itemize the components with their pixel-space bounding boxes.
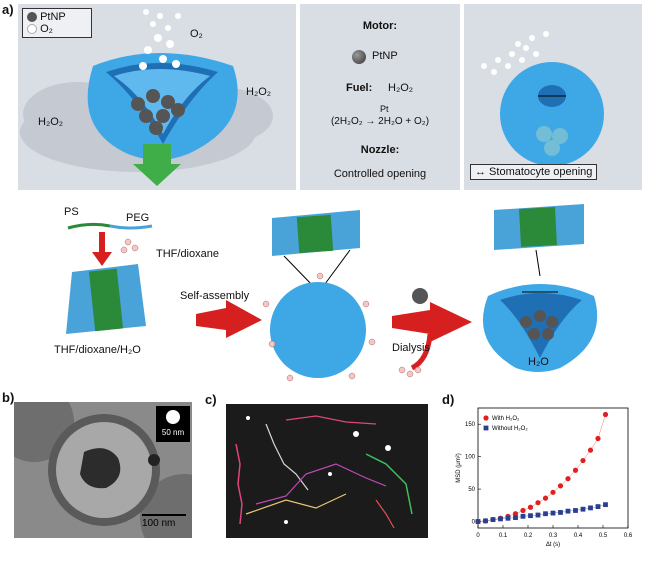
y-tick-label: 100 (465, 455, 476, 461)
data-point (602, 411, 609, 418)
nozzle-title: Nozzle: (360, 144, 400, 156)
motor-spec-panel: Motor: PtNP Fuel: H₂O₂ Pt (2H₂O₂ → 2H₂O … (300, 4, 460, 190)
data-point (550, 489, 556, 495)
o2-label: O₂ (190, 28, 203, 40)
data-point (595, 435, 601, 442)
legend-marker (483, 415, 489, 421)
ptnp-icon (352, 50, 366, 64)
data-point (587, 447, 594, 453)
scale-bar (142, 514, 186, 516)
data-point (483, 518, 488, 524)
data-point (558, 510, 563, 515)
scale-bar-label: 100 nm (142, 518, 176, 529)
stomatocyte-opening-panel: ↔ Stomatocyte opening (464, 4, 642, 190)
self-assembly-scheme (66, 204, 598, 382)
legend-marker (483, 425, 489, 431)
x-tick-label: 0.2 (524, 533, 533, 539)
data-point (572, 467, 579, 473)
data-point (565, 476, 571, 482)
data-point (505, 515, 511, 521)
data-point (588, 505, 593, 511)
data-point (565, 508, 571, 514)
data-point (528, 513, 533, 519)
solvent-thf-dioxane: THF/dioxane (156, 248, 219, 260)
fuel-title: Fuel: (346, 82, 373, 94)
h2o2-left-label: H₂O₂ (38, 116, 64, 128)
x-axis-label: Δt (s) (546, 542, 560, 548)
data-point (603, 502, 608, 508)
stomatocyte-opening-illustration (481, 31, 604, 166)
inset-particle (166, 410, 180, 424)
motor-title: Motor: (362, 20, 398, 32)
legend-box: PtNP O₂ (22, 8, 92, 38)
nozzle-value: Controlled opening (333, 168, 427, 180)
data-point (520, 513, 526, 519)
reaction-equation: (2H₂O₂ → 2H₂O + O₂) (330, 116, 430, 127)
data-point (475, 519, 481, 524)
panel-label-b: b) (2, 390, 15, 405)
self-assembly-label: Self-assembly (180, 290, 250, 302)
data-point (580, 506, 586, 512)
motor-illustration-panel: PtNP O₂ O₂ H₂O₂ H₂O₂ (18, 4, 296, 190)
tem-micrograph (14, 402, 192, 538)
y-tick-label: 150 (465, 422, 476, 428)
data-point (550, 510, 556, 516)
data-point (573, 508, 578, 513)
panel-label-a: a) (2, 2, 14, 17)
legend-o2: O₂ (27, 23, 87, 35)
data-point (542, 495, 549, 501)
data-point (512, 511, 519, 517)
inset-scale-label: 50 nm (161, 428, 185, 437)
dialysis-label: Dialysis (392, 342, 430, 354)
x-tick-label: 0.1 (499, 533, 508, 539)
data-point (543, 511, 548, 517)
x-tick-label: 0.5 (599, 533, 608, 539)
peg-label: PEG (126, 212, 150, 224)
data-point (557, 483, 564, 489)
ps-label: PS (64, 206, 79, 218)
reaction-catalyst: Pt (380, 104, 389, 114)
data-point (513, 515, 518, 521)
x-tick-label: 0.3 (549, 533, 558, 539)
solvent-thf-dioxane-water: THF/dioxane/H₂O (54, 344, 141, 356)
y-tick-label: 50 (468, 487, 475, 493)
y-tick-label: 0 (472, 520, 476, 526)
stomatocyte-motor-illustration (20, 9, 273, 186)
legend-ptnp: PtNP (27, 11, 87, 23)
data-point (490, 517, 496, 522)
inset-image: 50 nm (156, 406, 190, 442)
stomatocyte-opening-label: ↔ Stomatocyte opening (470, 164, 598, 180)
x-tick-label: 0.6 (624, 533, 633, 539)
data-point (580, 457, 586, 464)
data-point (595, 504, 601, 509)
tracking-image (226, 404, 428, 538)
legend-label: With H₂O₂ (492, 416, 520, 422)
fuel-value: H₂O₂ (388, 82, 414, 94)
panel-label-d: d) (442, 392, 455, 407)
data-point (527, 504, 534, 510)
h2o2-right-label: H₂O₂ (246, 86, 272, 98)
data-point (520, 507, 526, 514)
water-label: H₂O (528, 356, 549, 368)
tem-image: 50 nm 100 nm (14, 402, 192, 538)
x-tick-label: 0.4 (574, 533, 583, 539)
y-axis-label: MSD (μm²) (456, 453, 462, 482)
msd-chart: 0 0.1 0.2 0.3 0.4 0.5 0.6 0 50 100 150 Δt (s) MSD (μ… (456, 407, 633, 548)
data-point (535, 512, 541, 518)
panel-label-c: c) (205, 392, 217, 407)
trajectory-plot (235, 415, 413, 529)
legend-label: Without H₂O₂ (492, 426, 528, 432)
data-point (498, 516, 503, 522)
motor-value: PtNP (372, 50, 398, 62)
x-tick-label: 0 (476, 533, 480, 539)
data-point (535, 500, 541, 506)
series-line (477, 504, 606, 522)
